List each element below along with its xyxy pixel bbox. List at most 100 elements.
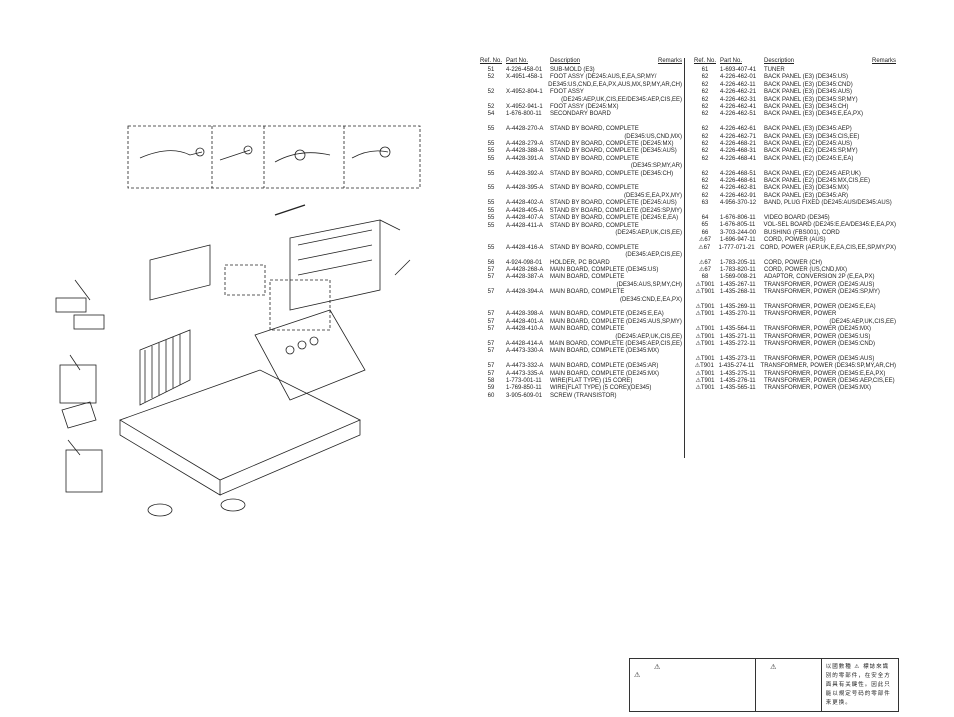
ref-no: 57 bbox=[487, 370, 495, 377]
ref-no: 62 bbox=[701, 126, 709, 133]
part-no: 4-226-462-61 bbox=[720, 126, 757, 133]
part-no: 4-226-462-71 bbox=[720, 133, 757, 140]
part-no: A-4428-398-A bbox=[506, 311, 544, 318]
part-no: 1-676-806-11 bbox=[720, 215, 756, 222]
part-no: 4-226-468-31 bbox=[720, 148, 757, 155]
description: BACK PANEL (E2) (DE245:SP,MY) bbox=[764, 148, 858, 155]
part-no: 3-905-609-01 bbox=[506, 392, 543, 399]
part-no: 1-435-565-11 bbox=[720, 385, 756, 392]
part-no: 4-226-462-31 bbox=[720, 96, 757, 103]
description: CORD, POWER (AEP,UK,E,EA,CIS,EE,SP,MY,PX… bbox=[760, 244, 896, 251]
description: WIRE(FLAT TYPE) (15 CORE) bbox=[550, 377, 633, 384]
description: STAND BY BOARD, COMPLETE bbox=[550, 126, 639, 133]
part-no: 1-773-001-11 bbox=[506, 377, 542, 384]
ref-no: 62 bbox=[701, 74, 709, 81]
ref-no: 55 bbox=[487, 126, 495, 133]
foot bbox=[220, 498, 246, 512]
description: MAIN BOARD, COMPLETE (DE345:AEP,CIS,EE) bbox=[549, 340, 682, 347]
row-continuation: DE345:US,CND,E,EA,PX,AUS,MX,SP,MY,AR,CH) bbox=[476, 82, 682, 89]
ref-no: ⚠T901 bbox=[695, 333, 715, 340]
ref-no: 66 bbox=[701, 229, 709, 236]
ref-no: ⚠T901 bbox=[695, 355, 715, 362]
parts-list-right: Ref. No. Part No. Description Remarks 61… bbox=[690, 58, 896, 393]
power-cord-icon bbox=[139, 150, 203, 159]
description: TRANSFORMER, POWER (DE345:CND) bbox=[764, 340, 876, 347]
part-no: 4-226-468-61 bbox=[720, 178, 757, 185]
part-no: 1-435-273-11 bbox=[720, 355, 756, 362]
note-cell-2: ⚠ bbox=[756, 659, 822, 711]
row-gap bbox=[476, 237, 682, 244]
part-no: A-4428-388-A bbox=[506, 148, 544, 155]
ref-no: 68 bbox=[701, 274, 709, 281]
part-no: 4-226-462-41 bbox=[720, 104, 757, 111]
row-continuation: (DE245:AEP,UK,CIS,EE) bbox=[476, 334, 682, 341]
description: STAND BY BOARD, COMPLETE (DE345:CH) bbox=[550, 170, 674, 177]
warning-icon: ⚠ bbox=[634, 672, 641, 679]
table-header: Ref. No. Part No. Description Remarks bbox=[476, 58, 682, 67]
row-continuation: (DE245:AEP,UK,CIS,EE/DE345:AEP,CIS,EE) bbox=[476, 97, 682, 104]
row-gap bbox=[690, 208, 896, 215]
part-no: 1-435-268-11 bbox=[720, 289, 756, 296]
ref-no: 55 bbox=[487, 222, 495, 229]
ref-no: 59 bbox=[487, 385, 495, 392]
continuation-text: (DE345:E,EA,PX,MY) bbox=[623, 192, 682, 199]
description: BACK PANEL (E3) (DE345:AUS) bbox=[764, 89, 853, 96]
ref-no: 55 bbox=[487, 215, 495, 222]
ref-no: ⚠T901 bbox=[695, 340, 715, 347]
ref-no: 62 bbox=[701, 81, 709, 88]
continuation-text: (DE245:AEP,UK,CIS,EE) bbox=[829, 318, 896, 325]
ref-no: 64 bbox=[701, 215, 709, 222]
description: STAND BY BOARD, COMPLETE bbox=[550, 222, 639, 229]
ref-no: 62 bbox=[701, 141, 709, 148]
col-ref: Ref. No. bbox=[479, 58, 502, 64]
part-no: 4-226-462-11 bbox=[720, 81, 756, 88]
safety-note-box: ⚠ ⚠ ⚠ 以國數種 ⚠ 標誌來識別的零部件，在安全方面具有关鍵性。因此只能以規… bbox=[629, 658, 899, 712]
ref-no: ⚠67 bbox=[698, 259, 712, 266]
description: BACK PANEL (E3) (DE345:CND) bbox=[764, 81, 853, 88]
part-no: A-4473-330-A bbox=[506, 348, 544, 355]
part-no: A-4428-401-A bbox=[506, 318, 544, 325]
table-row: 62 4-226-462-11 BACK PANEL (E3) (DE345:CND… bbox=[690, 82, 896, 89]
description: MAIN BOARD, COMPLETE (DE345:MX) bbox=[550, 348, 660, 355]
ref-no: ⚠T901 bbox=[695, 370, 715, 377]
part-no: A-4428-394-A bbox=[506, 289, 544, 296]
description: BACK PANEL (E3) (DE345:SP,MY) bbox=[764, 96, 858, 103]
ref-no: 63 bbox=[701, 200, 709, 207]
continuation-text: (DE345:AUS,SP,MY,CH) bbox=[616, 281, 682, 288]
description: BAND, PLUG FIXED (DE245:AUS/DE345:AUS) bbox=[764, 200, 892, 207]
table-header: Ref. No. Part No. Description Remarks bbox=[690, 58, 896, 67]
description: CORD, POWER (US,CND,MX) bbox=[764, 266, 847, 273]
part-no: 4-226-468-51 bbox=[720, 170, 757, 177]
description: HOLDER, PC BOARD bbox=[550, 259, 610, 266]
description: TRANSFORMER, POWER (DE245:SP,MY) bbox=[764, 289, 880, 296]
ref-no: ⚠T901 bbox=[695, 289, 715, 296]
continuation-text: DE345:US,CND,E,EA,PX,AUS,MX,SP,MY,AR,CH) bbox=[548, 81, 682, 88]
parts-list-left: Ref. No. Part No. Description Remarks 51… bbox=[476, 58, 682, 400]
row-gap bbox=[476, 178, 682, 185]
col-part: Part No. bbox=[506, 58, 529, 64]
heatsink bbox=[139, 329, 191, 406]
row-continuation: (DE345:US,CND,MX) bbox=[476, 134, 682, 141]
part-no: A-4428-391-A bbox=[506, 155, 544, 162]
